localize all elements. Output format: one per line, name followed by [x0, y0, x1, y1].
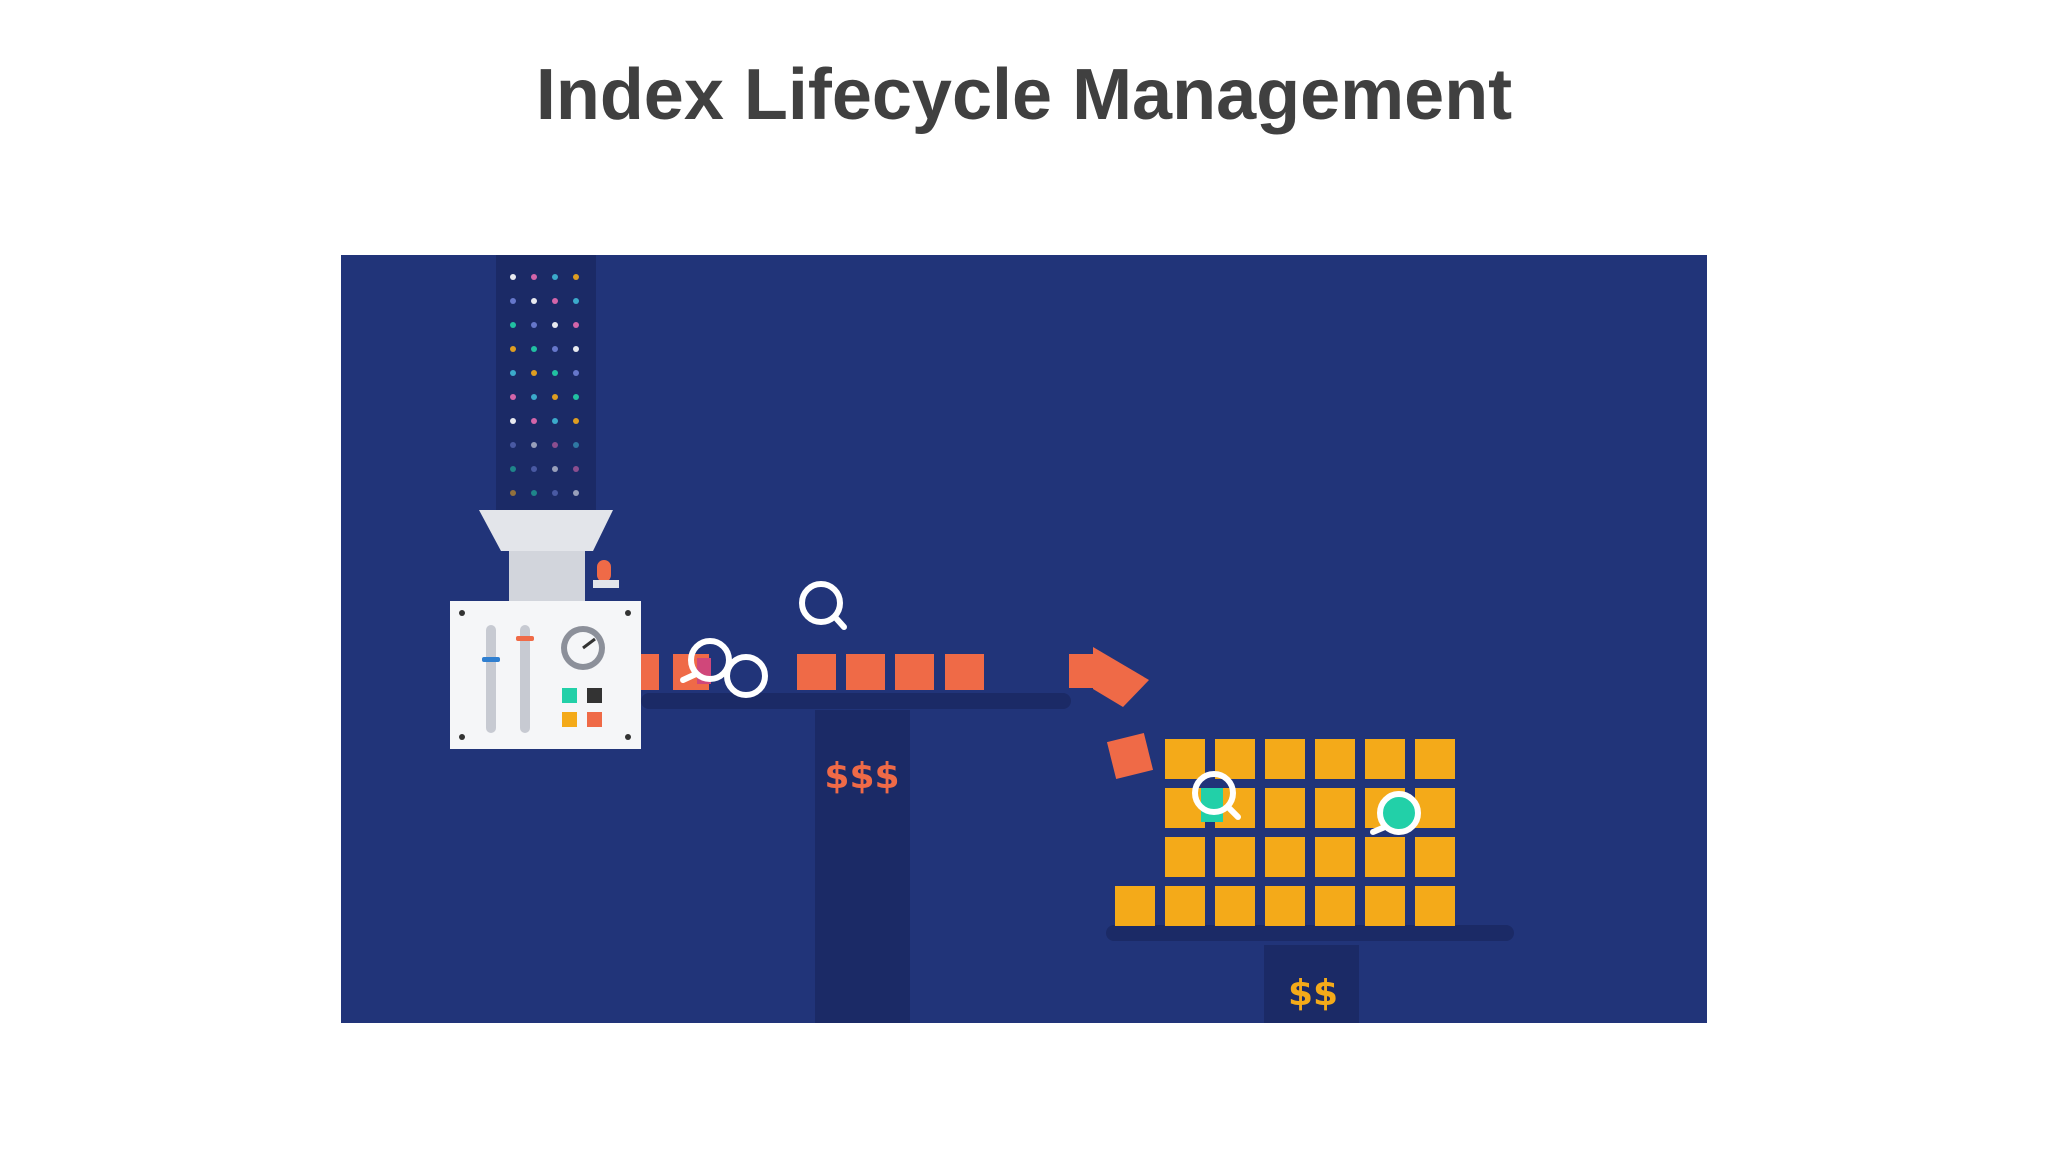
data-stream-dot	[573, 298, 579, 304]
data-stream-dot	[552, 490, 558, 496]
ilm-illustration: $$$ $$	[341, 255, 1707, 1023]
rollover-arrow	[1069, 647, 1149, 707]
data-stream-dot	[573, 466, 579, 472]
ingest-machine	[450, 510, 641, 749]
warm-shard-block	[1215, 837, 1255, 877]
magnifier-icon	[680, 638, 768, 698]
data-stream-dot	[552, 394, 558, 400]
warm-shard-block	[1365, 739, 1405, 779]
warm-shard-grid	[1115, 739, 1455, 926]
warm-shard-block	[1415, 837, 1455, 877]
magnifier-icon	[1192, 771, 1241, 820]
hot-tier-cost: $$$	[824, 756, 899, 797]
data-stream-dot	[573, 274, 579, 280]
magnifier-icon	[799, 581, 847, 630]
data-stream-dot	[510, 490, 516, 496]
moving-index-block	[1106, 732, 1154, 780]
warm-tier-shelf	[1106, 925, 1514, 941]
warm-tier-pillar	[1264, 945, 1359, 1023]
warm-shard-block	[1315, 837, 1355, 877]
data-stream-dot	[510, 442, 516, 448]
data-stream-dot	[510, 322, 516, 328]
data-stream-dot	[573, 394, 579, 400]
warm-shard-block	[1415, 739, 1455, 779]
data-stream-dot	[510, 274, 516, 280]
warm-shard-block	[1165, 886, 1205, 926]
warm-shard-block	[1265, 788, 1305, 828]
warm-shard-block	[1315, 739, 1355, 779]
data-stream-dot	[573, 322, 579, 328]
data-stream-dot	[510, 370, 516, 376]
data-stream	[496, 255, 596, 510]
data-stream-dot	[531, 274, 537, 280]
data-stream-dot	[531, 394, 537, 400]
warm-shard-block	[1315, 788, 1355, 828]
warm-shard-block	[1265, 739, 1305, 779]
data-stream-dot	[531, 442, 537, 448]
warm-shard-block	[1265, 886, 1305, 926]
magnifier-icon	[1370, 791, 1421, 835]
data-stream-dot	[573, 490, 579, 496]
data-stream-dot	[531, 370, 537, 376]
warm-tier-cost: $$	[1288, 973, 1338, 1014]
data-stream-dot	[552, 418, 558, 424]
data-stream-dot	[552, 322, 558, 328]
data-stream-dot	[573, 418, 579, 424]
data-stream-dot	[552, 466, 558, 472]
data-stream-dot	[531, 466, 537, 472]
data-stream-dot	[510, 418, 516, 424]
warm-shard-block	[1115, 886, 1155, 926]
warm-shard-block	[1365, 837, 1405, 877]
data-stream-dot	[510, 394, 516, 400]
data-stream-dot	[552, 298, 558, 304]
data-stream-dot	[552, 346, 558, 352]
data-stream-dot	[552, 442, 558, 448]
warm-shard-block	[1165, 739, 1205, 779]
warm-shard-block	[1365, 886, 1405, 926]
data-stream-dot	[552, 274, 558, 280]
hot-tier-shelf	[641, 693, 1071, 709]
warm-shard-block	[1215, 739, 1255, 779]
data-stream-dot	[573, 370, 579, 376]
data-stream-dot	[573, 442, 579, 448]
warm-shard-block	[1215, 886, 1255, 926]
warm-shard-block	[1315, 886, 1355, 926]
data-stream-dot	[510, 346, 516, 352]
hot-tier-pillar	[815, 710, 910, 1023]
data-stream-dot	[531, 346, 537, 352]
data-stream-dot	[531, 490, 537, 496]
slide-title: Index Lifecycle Management	[535, 55, 1513, 135]
data-stream-dot	[531, 298, 537, 304]
warm-shard-block	[1415, 788, 1455, 828]
warm-shard-block	[1165, 837, 1205, 877]
warm-shard-block	[1415, 886, 1455, 926]
data-stream-dot	[531, 322, 537, 328]
warm-shard-block	[1265, 837, 1305, 877]
data-stream-dot	[510, 298, 516, 304]
data-stream-dot	[573, 346, 579, 352]
data-stream-dot	[552, 370, 558, 376]
data-stream-dot	[510, 466, 516, 472]
data-stream-dot	[531, 418, 537, 424]
